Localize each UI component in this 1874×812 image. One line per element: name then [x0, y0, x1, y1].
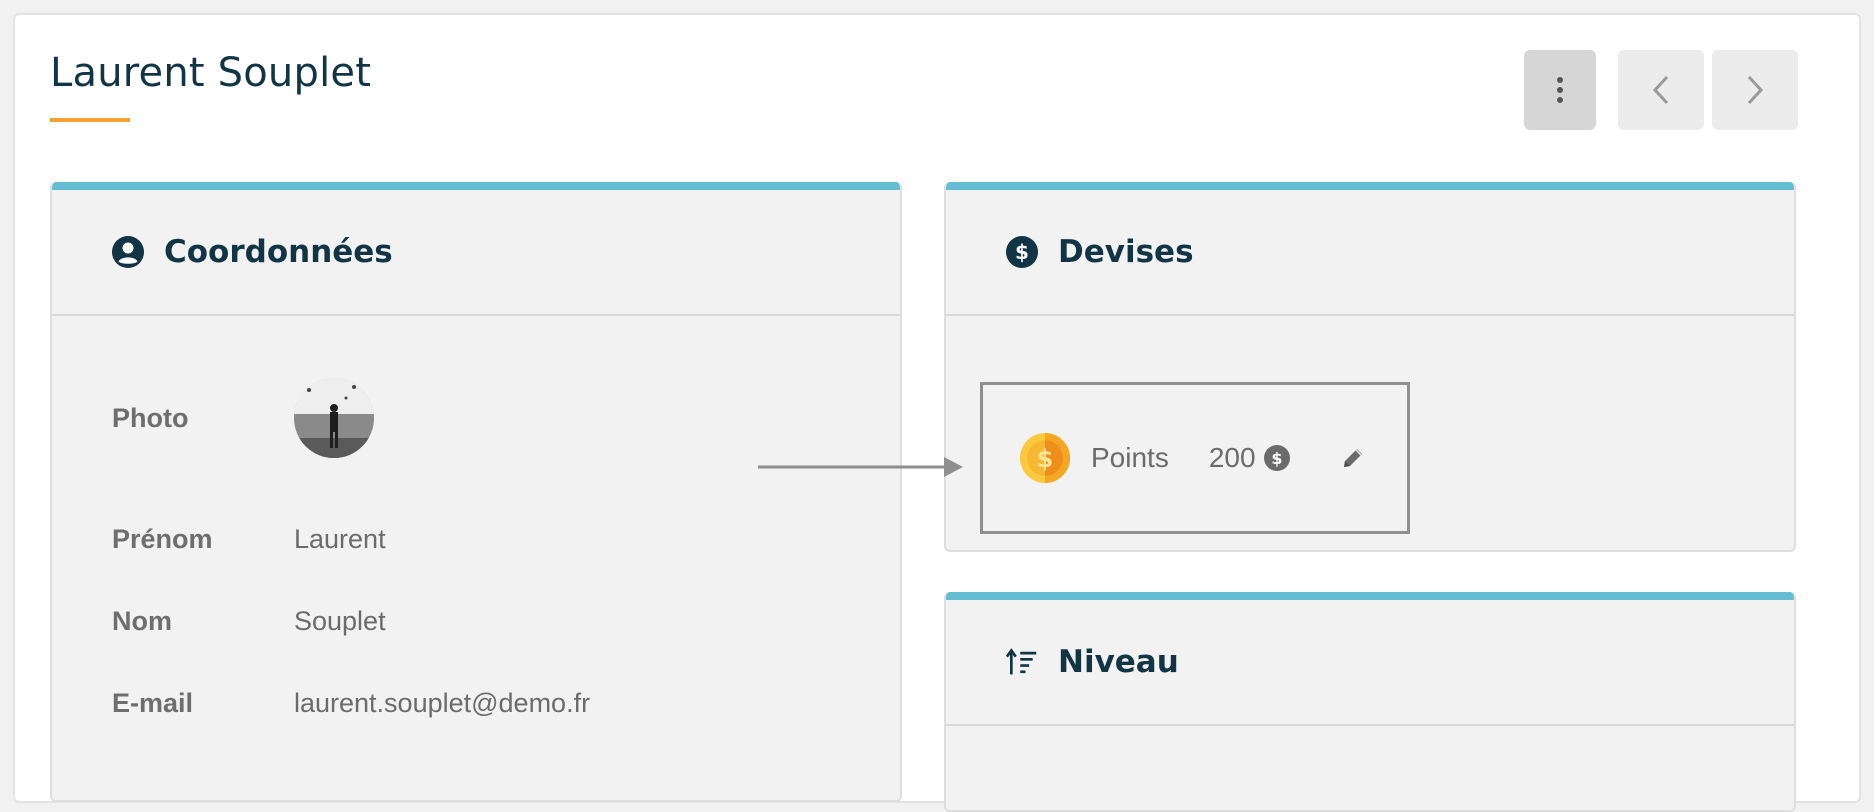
coordonnees-header: Coordonnées — [52, 190, 900, 316]
points-value: 200 — [1208, 442, 1256, 473]
gold-coin-icon: $ — [1020, 433, 1070, 483]
prenom-label: Prénom — [112, 524, 213, 554]
prenom-row: Prénom Laurent — [112, 524, 386, 555]
dollar-circle-icon: $ — [1006, 236, 1038, 268]
chevron-left-icon — [1652, 75, 1669, 105]
niveau-card: Niveau — [944, 592, 1796, 812]
points-label: Points — [1091, 442, 1169, 473]
svg-text:$: $ — [1037, 445, 1054, 473]
nom-label: Nom — [112, 606, 172, 636]
svg-text:$: $ — [1271, 449, 1282, 468]
nom-row: Nom Souplet — [112, 606, 386, 637]
pencil-icon[interactable] — [1340, 445, 1366, 471]
nom-value: Souplet — [294, 606, 386, 636]
vertical-dots-icon — [1557, 77, 1563, 103]
annotation-arrow — [758, 457, 963, 477]
next-button[interactable] — [1712, 50, 1798, 130]
dollar-circle-icon: $ — [1263, 445, 1290, 471]
niveau-title: Niveau — [1058, 644, 1179, 680]
points-currency-row: $ Points 200 $ — [980, 382, 1410, 534]
email-value: laurent.souplet@demo.fr — [294, 688, 591, 718]
email-row: E-mail laurent.souplet@demo.fr — [112, 688, 590, 719]
title-underline — [50, 118, 130, 122]
more-options-button[interactable] — [1524, 50, 1596, 130]
coordonnees-card: Coordonnées Photo Prénom Laurent Nom — [50, 182, 902, 802]
devises-header: $ Devises — [946, 190, 1794, 316]
email-label: E-mail — [112, 688, 194, 718]
chevron-right-icon — [1747, 75, 1764, 105]
niveau-header: Niveau — [946, 600, 1794, 726]
svg-text:$: $ — [1015, 240, 1029, 264]
prenom-value: Laurent — [294, 524, 386, 554]
avatar[interactable] — [294, 378, 374, 458]
previous-button[interactable] — [1618, 50, 1704, 130]
devises-title: Devises — [1058, 234, 1194, 270]
coordonnees-title: Coordonnées — [164, 234, 393, 270]
photo-row: Photo — [112, 378, 374, 458]
photo-label: Photo — [112, 402, 189, 433]
sort-ascending-icon — [1006, 646, 1038, 678]
devises-card: $ Devises — [944, 182, 1796, 552]
page-title: Laurent Souplet — [50, 50, 372, 96]
user-circle-icon — [112, 236, 144, 268]
